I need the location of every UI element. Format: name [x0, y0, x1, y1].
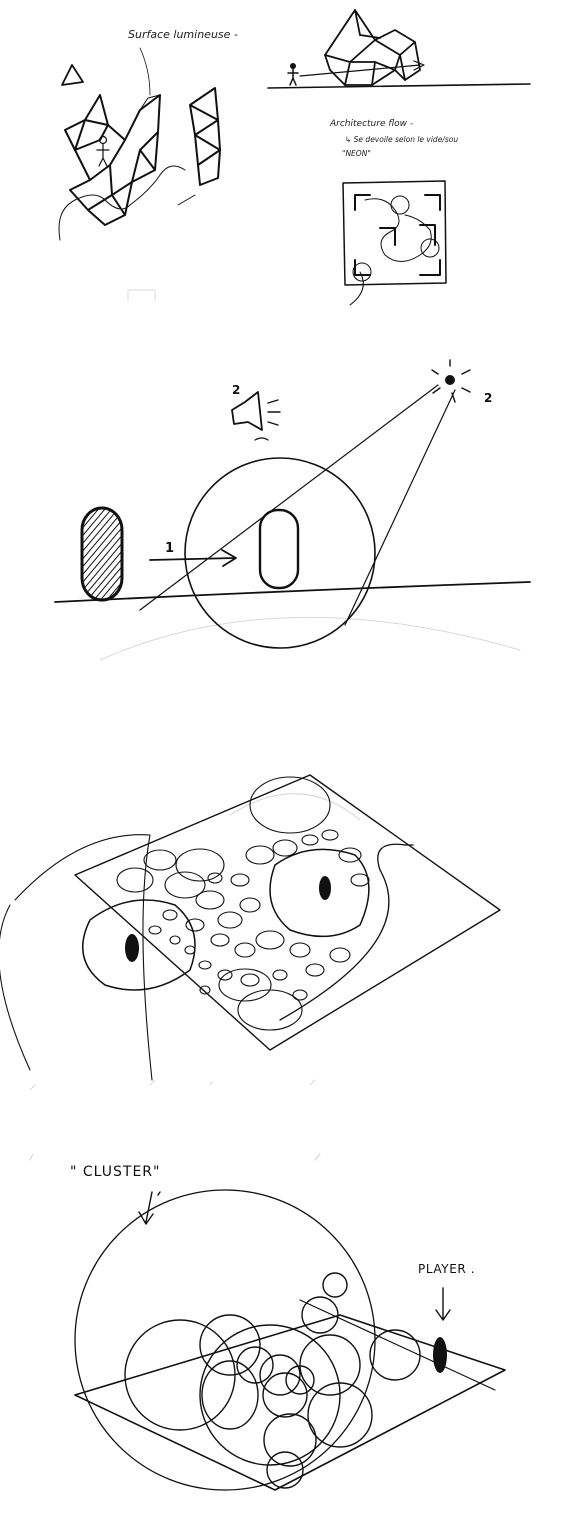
surface-label: Surface lumineuse - [128, 28, 238, 41]
ground-plane [75, 775, 500, 1050]
left-player-token [125, 934, 139, 962]
marker-2-light: 2 [484, 391, 492, 405]
architecture-note: ↳ Se devoile selon le vide/sou [345, 135, 458, 144]
light-source-icon: 2 [432, 360, 492, 405]
person-icon [290, 63, 296, 69]
cluster-arrow [139, 1192, 153, 1224]
sound-sphere [185, 458, 375, 648]
panel-sphere-light: 1 2 2 [0, 330, 563, 680]
marker-2-speaker: 2 [232, 383, 240, 397]
floating-triangle [62, 65, 83, 85]
speaker-icon: 2 [232, 383, 280, 430]
architecture-label: Architecture flow - [329, 119, 413, 129]
ground-line [55, 582, 530, 602]
bubble-field [117, 777, 369, 1030]
left-player-sphere [83, 900, 195, 990]
right-player-sphere [270, 849, 369, 936]
neon-label: "NEON" [342, 149, 371, 158]
player-arrow [436, 1288, 450, 1320]
right-player-token [319, 876, 331, 900]
panel-cluster: " CLUSTER" [0, 1140, 563, 1528]
cluster-label: " CLUSTER" [70, 1164, 160, 1180]
inner-capsule [260, 510, 298, 588]
player-capsule-hatched [82, 508, 122, 600]
light-ray-right [345, 390, 455, 625]
cluster-circles [125, 1273, 420, 1488]
movement-arrow: 1 [150, 541, 236, 566]
triangle-cluster-right [178, 88, 220, 205]
truss-elevation [268, 10, 530, 88]
maze-plan [343, 181, 446, 305]
player-token [433, 1337, 447, 1373]
panel-bubble-field [0, 760, 563, 1100]
light-ray-left [140, 385, 438, 610]
marker-1: 1 [165, 541, 174, 556]
triangle-cluster-left [59, 95, 185, 240]
panel-triangle-structures: Surface lumineuse - [0, 0, 563, 320]
player-label: PLAYER . [418, 1262, 475, 1276]
